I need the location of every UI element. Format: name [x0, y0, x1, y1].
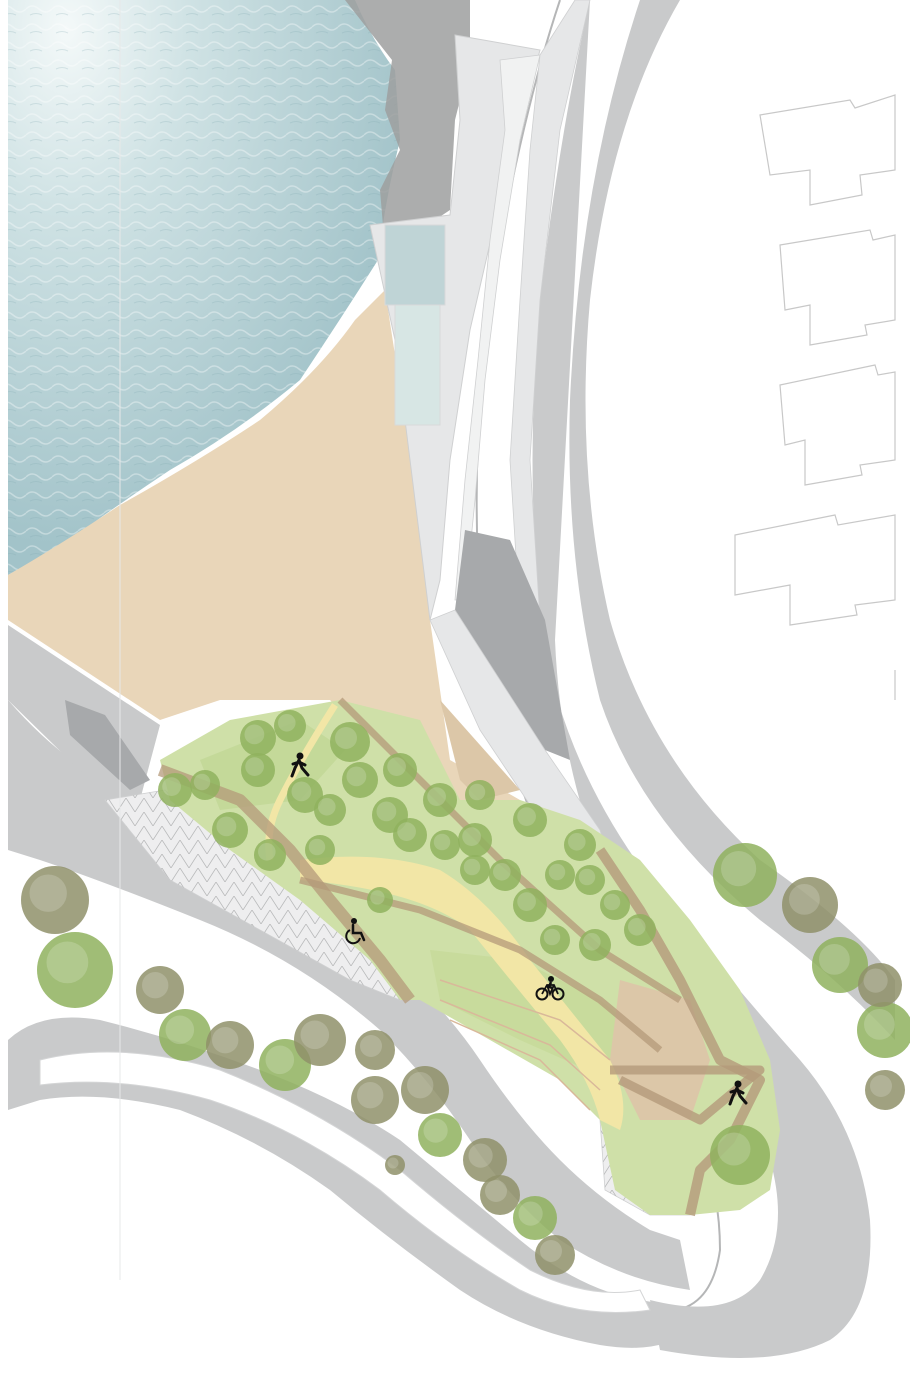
tree-canopy [513, 803, 547, 837]
footpath-curve [265, 703, 338, 861]
tree-canopy [600, 890, 630, 920]
tree-canopy [624, 914, 656, 946]
rocky-outcrop [345, 0, 470, 250]
tree-canopy [564, 829, 596, 861]
tree-canopy [418, 1113, 462, 1157]
tree-canopy [513, 888, 547, 922]
lawn-contours [439, 979, 611, 1111]
wheelchair-icon [345, 918, 366, 945]
tree-canopy [314, 794, 346, 826]
tree-canopy [812, 937, 868, 993]
tree-canopy [423, 783, 457, 817]
tree-canopy [575, 865, 605, 895]
tree-canopy [458, 823, 492, 857]
tree-canopy [254, 839, 286, 871]
sand-beach [8, 290, 520, 820]
tree-canopy [545, 860, 575, 890]
tree-canopy [190, 770, 220, 800]
tree-canopy [480, 1175, 520, 1215]
tree-canopy [287, 777, 323, 813]
tree-canopy [460, 855, 490, 885]
tree-canopy [713, 843, 777, 907]
tree-canopy [393, 818, 427, 852]
tree-canopy [241, 753, 275, 787]
tree-canopy [857, 1002, 910, 1058]
tree-canopy [355, 1030, 395, 1070]
bicycle-icon [535, 976, 565, 1001]
tree-canopy [401, 1066, 449, 1114]
tree-canopy [212, 812, 248, 848]
bike-path [300, 856, 624, 1130]
tree-canopy [858, 963, 902, 1007]
tree-canopy [37, 932, 113, 1008]
adjacent-buildings [734, 94, 896, 700]
tree-canopy [21, 866, 89, 934]
pedestrian-icon [728, 1080, 748, 1106]
tree-canopy [158, 773, 192, 807]
tree-canopy [294, 1014, 346, 1066]
tree-canopy [540, 925, 570, 955]
tree-canopy [305, 835, 335, 865]
tree-canopy [274, 710, 306, 742]
tree-canopy [159, 1009, 211, 1061]
tree-canopy [367, 887, 393, 913]
tree-canopy [430, 830, 460, 860]
tree-canopy [240, 720, 276, 756]
tree-canopy [535, 1235, 575, 1275]
tree-canopy [383, 753, 417, 787]
tree-canopy [351, 1076, 399, 1124]
tree-canopy [463, 1138, 507, 1182]
tree-canopy [136, 966, 184, 1014]
tree-canopy [710, 1125, 770, 1185]
pedestrian-icon [290, 752, 310, 778]
tree-canopy [579, 929, 611, 961]
tree-canopy [330, 722, 370, 762]
trees [21, 710, 910, 1275]
tree-canopy [342, 762, 378, 798]
tree-canopy [865, 1070, 905, 1110]
upper-plaza [440, 700, 520, 800]
tree-canopy [385, 1155, 405, 1175]
seawall-structure [8, 625, 160, 800]
sea-area [8, 0, 400, 575]
tree-canopy [489, 859, 521, 891]
tree-canopy [465, 780, 495, 810]
tree-canopy [782, 877, 838, 933]
tree-canopy [513, 1196, 557, 1240]
traffic-island [39, 1051, 651, 1313]
tree-canopy [206, 1021, 254, 1069]
